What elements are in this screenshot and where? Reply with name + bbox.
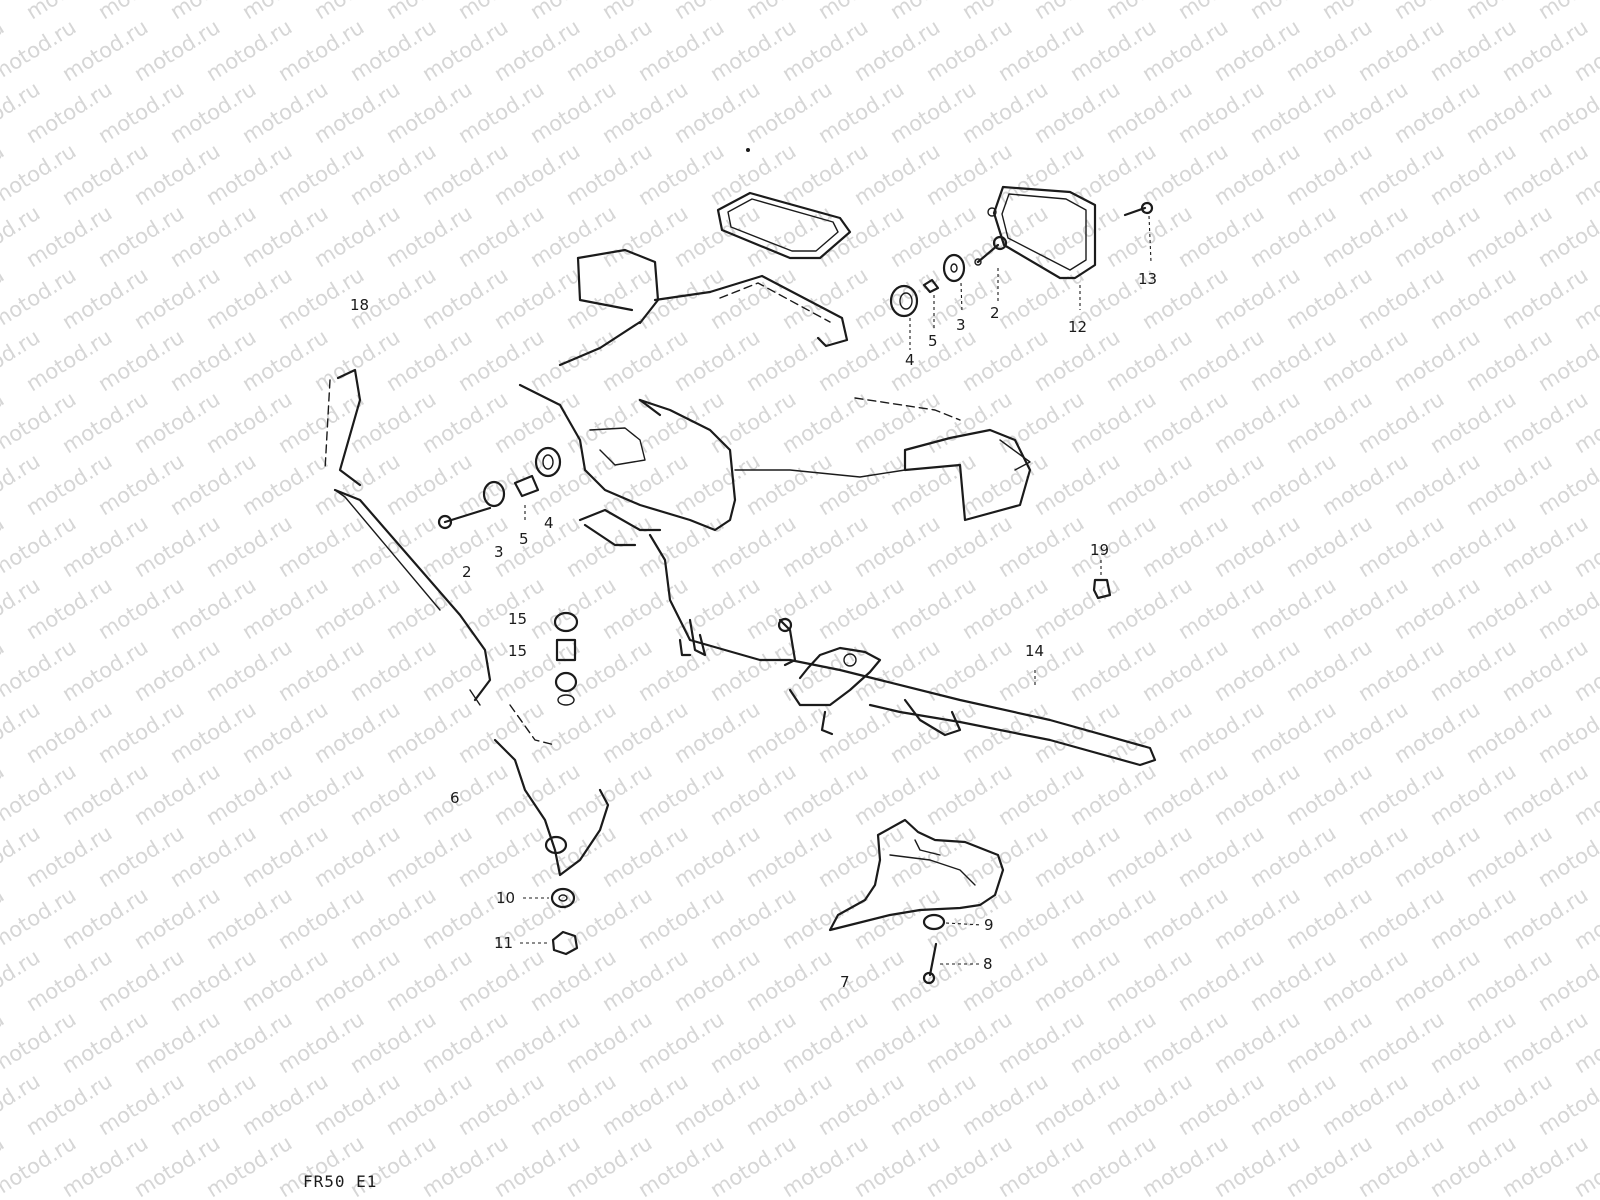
screw-2-top-part — [974, 235, 1008, 266]
reference-dot — [746, 148, 750, 152]
bracket-7-part — [828, 818, 1005, 932]
label-4-left: 4 — [544, 514, 554, 532]
label-2-top: 2 — [990, 304, 1000, 322]
screw-13-part — [1123, 201, 1154, 217]
label-11: 11 — [494, 934, 513, 952]
spacer-5-top-part — [922, 278, 940, 294]
label-3-top: 3 — [956, 316, 966, 334]
grommet-4-top-part — [889, 284, 919, 318]
reflector-unit-part — [987, 185, 1097, 280]
front-fender-assembly-drawing: 18 4 5 3 2 12 13 4 5 3 2 19 15 15 14 6 1… — [324, 148, 1157, 991]
callout-labels: 18 4 5 3 2 12 13 4 5 3 2 19 15 15 14 6 1… — [350, 270, 1157, 991]
label-8: 8 — [983, 955, 993, 973]
label-19: 19 — [1090, 541, 1109, 559]
label-2-left: 2 — [462, 563, 472, 581]
label-15-upper: 15 — [508, 610, 527, 628]
bushing-15-part — [553, 611, 579, 706]
brace-14-part — [648, 533, 1157, 767]
watermark-text: motod.ru — [1534, 0, 1600, 24]
label-9: 9 — [984, 916, 994, 934]
label-3-left: 3 — [494, 543, 504, 561]
label-18: 18 — [350, 296, 369, 314]
label-6: 6 — [450, 789, 460, 807]
washer-9-part — [922, 913, 946, 931]
model-caption: FR50 E1 — [303, 1172, 378, 1191]
label-12: 12 — [1068, 318, 1087, 336]
grommet-19-part — [1092, 578, 1112, 600]
bolt-8-part — [922, 942, 938, 985]
label-5-top: 5 — [928, 332, 938, 350]
nut-11-part — [551, 930, 579, 956]
fender-body-part — [518, 248, 1032, 547]
label-15-lower: 15 — [508, 642, 527, 660]
nut-10-part — [550, 887, 576, 909]
label-7: 7 — [840, 973, 850, 991]
washer-3-top-part — [942, 253, 966, 283]
label-10: 10 — [496, 889, 515, 907]
lens-left-part — [716, 191, 852, 260]
label-14: 14 — [1025, 642, 1044, 660]
label-5-left: 5 — [519, 530, 529, 548]
leader-lines — [520, 215, 1152, 965]
left-fastener-set-part — [437, 446, 562, 530]
bracket-6-part — [493, 704, 610, 877]
label-4-top: 4 — [905, 351, 915, 369]
label-13: 13 — [1138, 270, 1157, 288]
left-stay-part — [324, 368, 492, 706]
